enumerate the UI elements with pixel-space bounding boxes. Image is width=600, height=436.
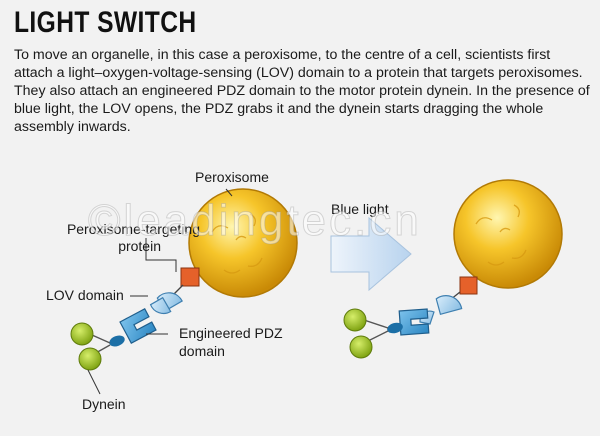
dynein-right bbox=[343, 308, 403, 359]
left-assembly bbox=[70, 188, 298, 395]
figure-title: LIGHT SWITCH bbox=[14, 6, 197, 39]
label-pdz-line2: domain bbox=[179, 343, 225, 359]
right-assembly bbox=[343, 179, 563, 359]
label-dynein: Dynein bbox=[82, 396, 126, 412]
pdz-domain-left bbox=[119, 308, 157, 344]
peroxisome-left bbox=[188, 188, 298, 298]
targeting-protein-right bbox=[459, 276, 478, 295]
label-lov-domain: LOV domain bbox=[46, 287, 124, 303]
intro-paragraph: To move an organelle, in this case a per… bbox=[14, 47, 590, 135]
dynein-left bbox=[70, 322, 125, 371]
label-targeting-protein-line1: Peroxisome-targeting bbox=[66, 221, 200, 237]
label-peroxisome: Peroxisome bbox=[195, 169, 269, 185]
lov-domain-right bbox=[419, 295, 463, 325]
targeting-protein-left bbox=[180, 267, 200, 287]
peroxisome-right bbox=[453, 179, 563, 289]
pdz-domain-right bbox=[398, 308, 430, 336]
label-pdz-line1: Engineered PDZ bbox=[179, 325, 283, 341]
watermark: ©leadingtec.cn bbox=[88, 196, 422, 246]
lov-domain-left bbox=[149, 292, 183, 315]
blue-light-arrow bbox=[330, 216, 412, 292]
label-blue-light: Blue light bbox=[331, 201, 389, 217]
label-targeting-protein-line2: protein bbox=[118, 238, 161, 254]
